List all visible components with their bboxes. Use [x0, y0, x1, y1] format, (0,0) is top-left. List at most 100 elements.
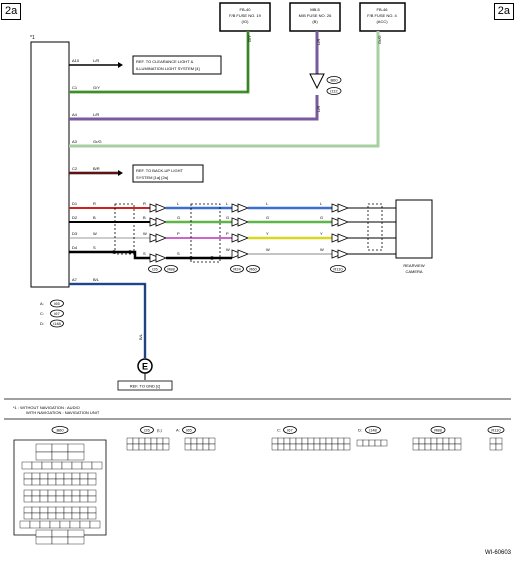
seg3-color-2: P: [226, 231, 229, 236]
badge-r110-label: R110: [333, 267, 343, 272]
i67-pin: [325, 437, 333, 445]
i67-pin: [313, 437, 321, 445]
i67-pin: [337, 443, 345, 451]
connector-b60-badge: [326, 76, 342, 84]
i67-pin: [301, 443, 309, 451]
b60-pin: [61, 461, 73, 470]
b60-pin: [67, 536, 85, 545]
b60-pin: [71, 506, 81, 514]
terminal-a7-color: B/L: [93, 277, 100, 282]
i67-pin: [331, 437, 339, 445]
legend-a-id: i65: [54, 301, 60, 306]
r110-pin: [495, 437, 503, 445]
b60-pin: [71, 495, 81, 503]
i67-face-label: i67: [287, 428, 293, 433]
terminal-d2-color: B: [93, 215, 96, 220]
i65-pin: [190, 437, 198, 445]
ref-clearance-line1: REF. TO CLEARANCE LIGHT &: [136, 59, 194, 64]
camera-line2: CAMERA: [405, 269, 422, 274]
i26-pin: [162, 437, 170, 445]
i67-pin: [325, 443, 333, 451]
ground-wire-label: B/L: [138, 333, 143, 340]
shield-junction-1: [112, 250, 116, 254]
terminal-c1: C1: [72, 85, 78, 90]
b60-pin: [87, 478, 97, 486]
i67-pin: [295, 443, 303, 451]
i67-pin: [295, 437, 303, 445]
legend-a-letter: A:: [40, 301, 44, 306]
seg1-color-1: B: [143, 215, 146, 220]
terminal-d3: D3: [72, 231, 78, 236]
badge-r88: [164, 265, 178, 273]
legend-c-id: i67: [54, 311, 60, 316]
b60-pin: [47, 495, 57, 503]
b60-face-label: B60: [56, 428, 64, 433]
seg1-color-3: S: [143, 251, 146, 256]
fuse-1-line1: FB-40: [240, 7, 252, 12]
i26-face-label: i26: [144, 428, 150, 433]
i67-pin: [271, 443, 279, 451]
connector-r110-face: R110: [487, 426, 505, 451]
b60-pin: [23, 512, 33, 520]
diagram-id: WI-60603: [485, 550, 512, 556]
i67-pin: [319, 443, 327, 451]
b60-pin: [79, 472, 89, 480]
b60-pin: [71, 489, 81, 497]
r88-pin: [448, 443, 456, 451]
b60-pin: [31, 512, 41, 520]
terminal-c2: C2: [72, 166, 78, 171]
i26-pin: [156, 437, 164, 445]
b60-pin: [89, 520, 101, 529]
i67-pin: [337, 437, 345, 445]
r88-pin: [442, 443, 450, 451]
b60-pin: [39, 506, 49, 514]
b60-pin: [41, 461, 53, 470]
ref-clearance-box: [132, 55, 222, 75]
b60-pin: [87, 512, 97, 520]
r88-pin: [454, 443, 462, 451]
badge-r60: [246, 265, 260, 273]
b60-pin: [87, 495, 97, 503]
legend-c-letter: C:: [40, 311, 44, 316]
b60-pin: [51, 451, 69, 461]
b60-pin: [39, 478, 49, 486]
i26-pin: [144, 437, 152, 445]
i26-face-suffix: (L): [157, 428, 163, 433]
terminal-d1: D1: [72, 201, 78, 206]
r88-pin: [448, 437, 456, 445]
terminal-d1-color: R: [93, 201, 96, 206]
seg2-color-0: L: [177, 201, 180, 206]
wire-a4-purple: [69, 95, 319, 121]
seg1-color-0: R: [143, 201, 146, 206]
b60-pin: [31, 489, 41, 497]
wire-d4-shield: [69, 250, 150, 260]
b60-pin: [51, 443, 69, 453]
b60-pin: [35, 529, 53, 538]
terminal-d4-color: S: [93, 245, 96, 250]
seg4-color-2: Y: [266, 231, 269, 236]
b60-pin: [29, 520, 41, 529]
connector-triangle-b60: [309, 73, 325, 90]
fuse-box-1: FB-40 F/B FUSE NO. 19 (IG): [219, 2, 271, 32]
wire-a3-lightgreen: [69, 31, 380, 148]
fuse-2-line1: MB-5: [310, 7, 320, 12]
seg4-color-1: G: [266, 215, 269, 220]
b60-pin: [91, 461, 103, 470]
b60-pin: [79, 512, 89, 520]
i67-pin: [301, 437, 309, 445]
seg5-color-3: W: [320, 247, 324, 252]
b60-pin: [71, 478, 81, 486]
b60-pin: [31, 472, 41, 480]
legend-c-badge: [50, 309, 64, 318]
b60-pin: [49, 520, 61, 529]
i148-pin: [374, 439, 382, 447]
seg5-color-2: Y: [320, 231, 323, 236]
b60-pin: [71, 461, 83, 470]
i67-pin: [331, 443, 339, 451]
page-tag-right: 2a: [493, 3, 514, 20]
shield-box-2: [190, 203, 221, 263]
r110-pin: [495, 443, 503, 451]
i67-pin: [271, 437, 279, 445]
i67-pin: [307, 437, 315, 445]
